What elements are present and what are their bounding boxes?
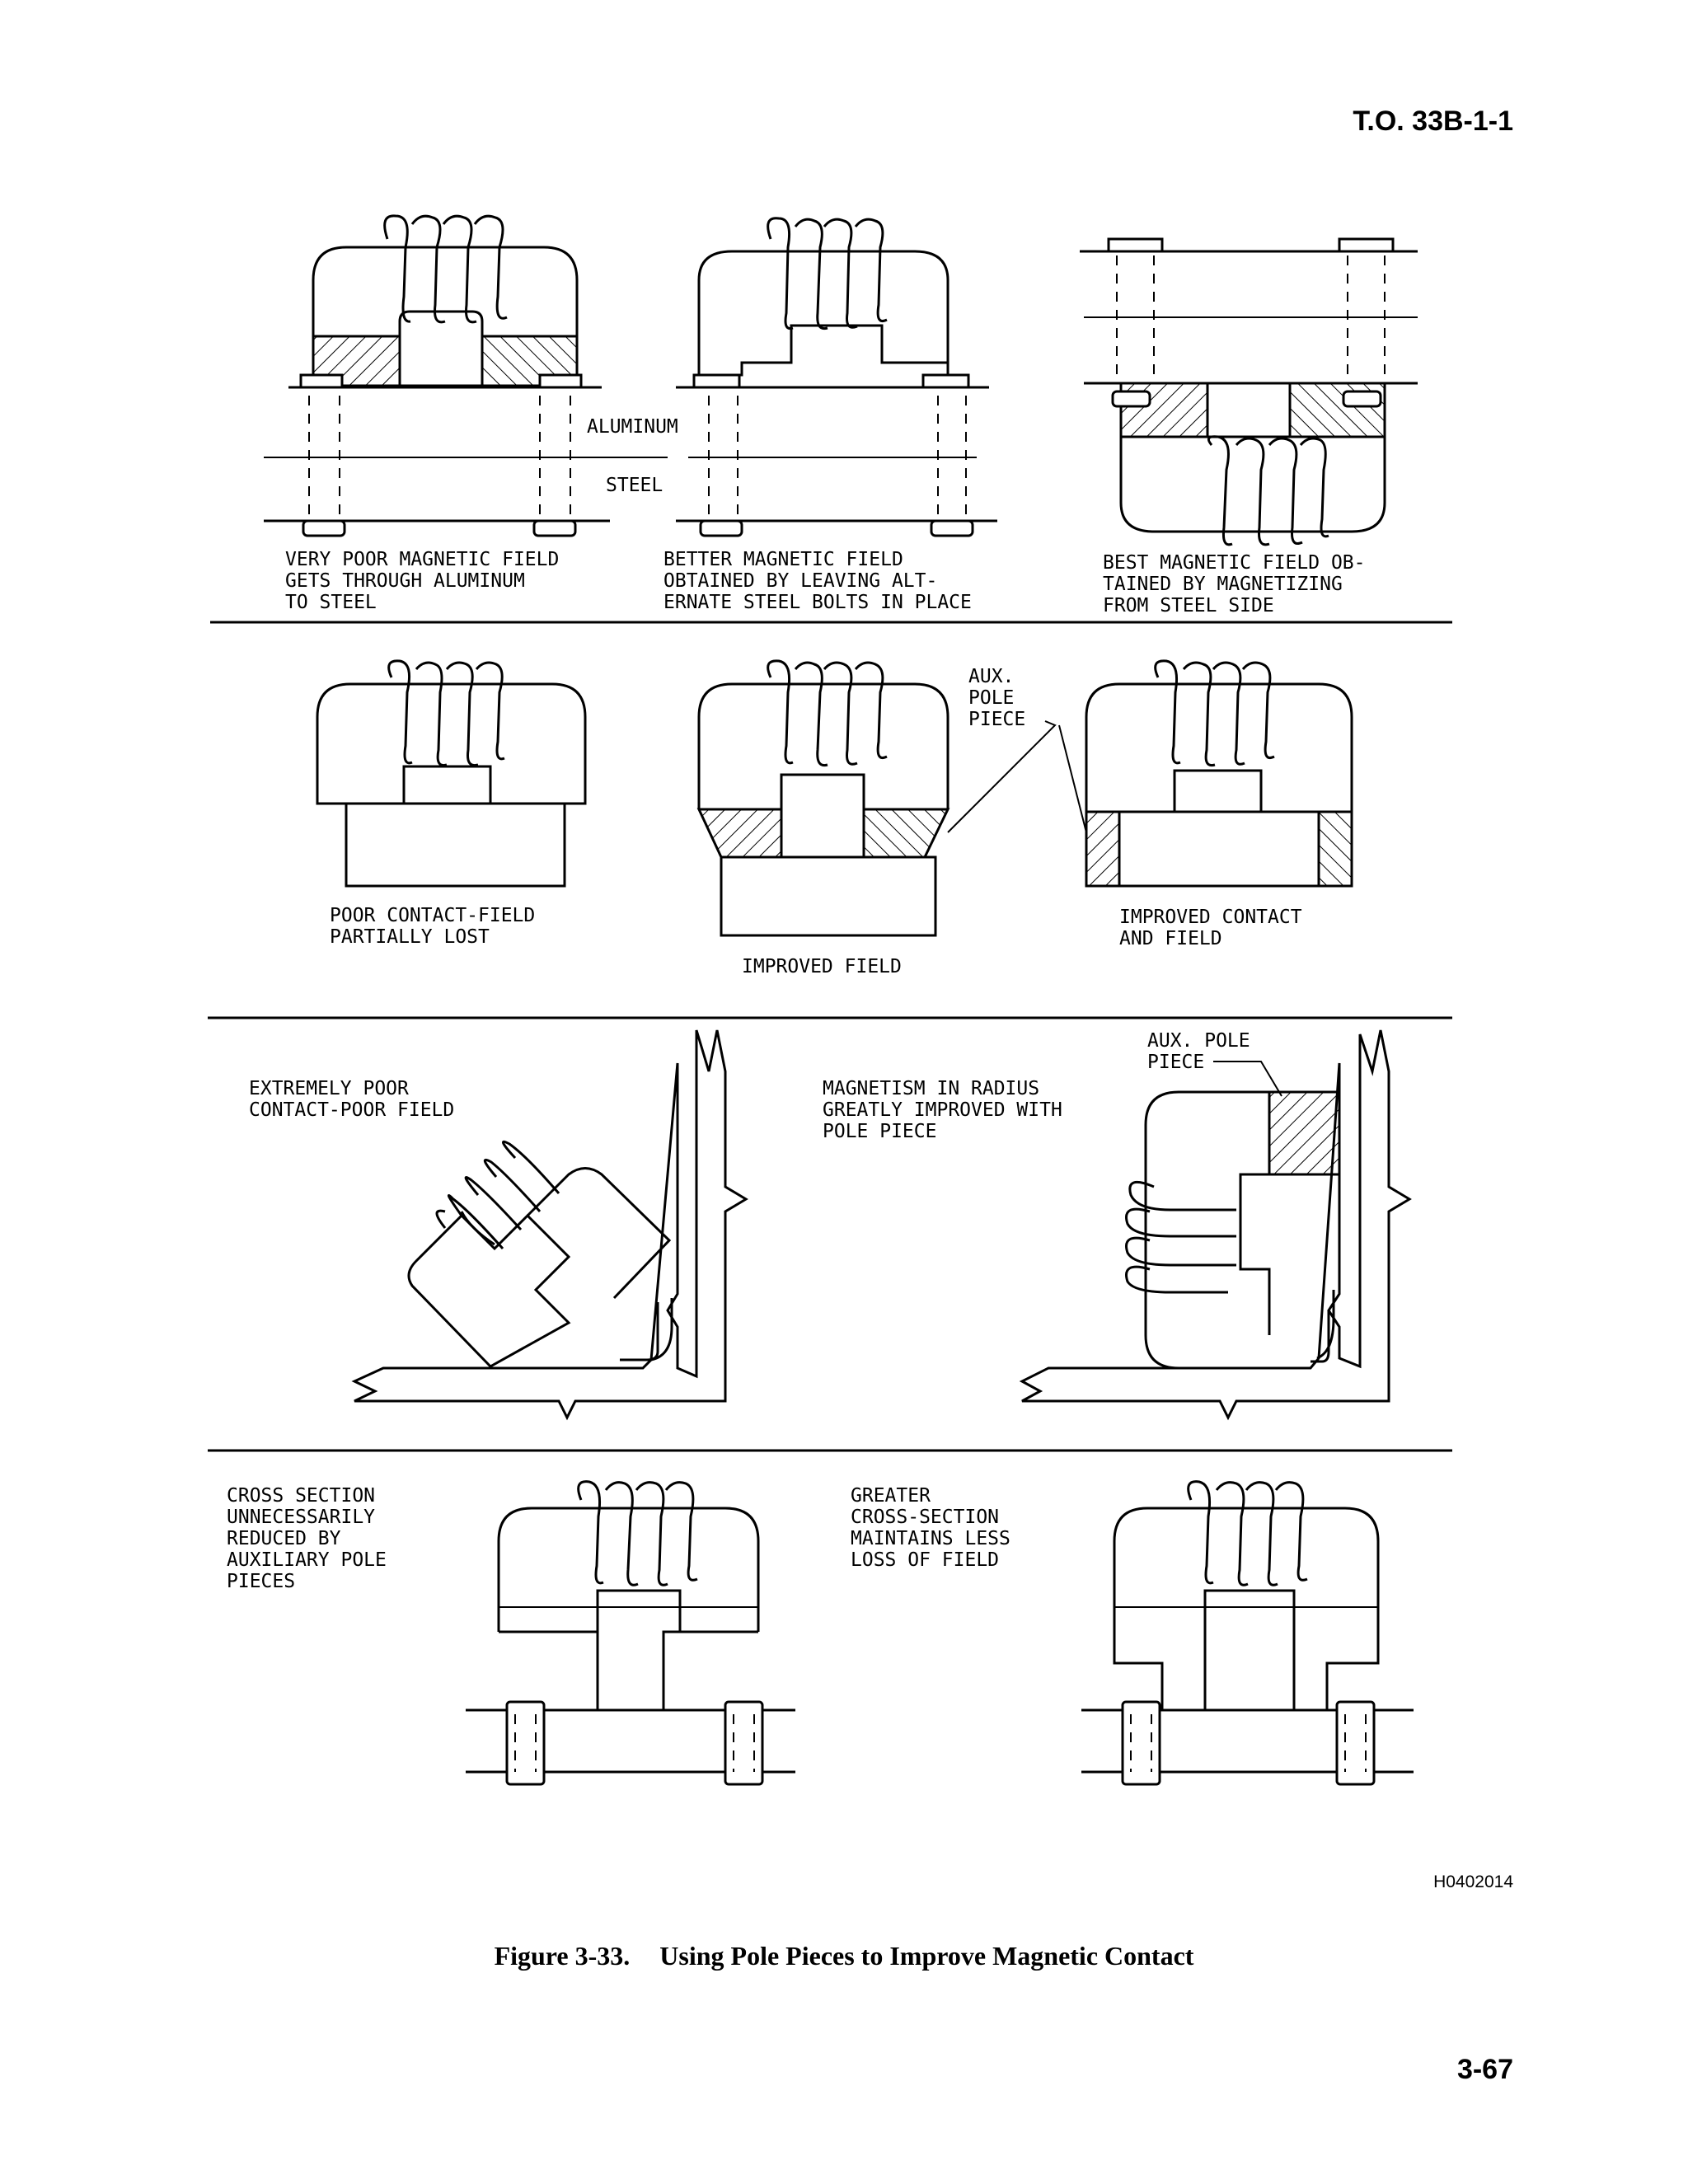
radius-with-pole-piece-diagram: MAGNETISM IN RADIUS GREATLY IMPROVED WIT… xyxy=(823,1029,1412,1421)
row3-caption-left-1: EXTREMELY POOR xyxy=(249,1078,409,1099)
row4-caption-right-3: MAINTAINS LESS xyxy=(851,1528,1010,1549)
row4-caption-left-4: AUXILIARY POLE xyxy=(227,1549,387,1571)
row4-caption-left-5: PIECES xyxy=(227,1571,295,1592)
magnetize-steel-side-diagram: BEST MAGNETIC FIELD OB- TAINED BY MAGNET… xyxy=(1080,237,1418,616)
figure-caption: Figure 3-33. Using Pole Pieces to Improve… xyxy=(0,1941,1688,1971)
row4-caption-right-1: GREATER xyxy=(851,1485,931,1507)
drawing-id: H0402014 xyxy=(1433,1872,1513,1891)
row3-caption-right-1: MAGNETISM IN RADIUS xyxy=(823,1078,1039,1099)
row1-caption-left-2: GETS THROUGH ALUMINUM xyxy=(285,570,525,592)
poor-contact-diagram: POOR CONTACT-FIELD PARTIALLY LOST xyxy=(316,659,587,948)
row2-caption-middle: IMPROVED FIELD xyxy=(742,956,902,977)
figure-title: Using Pole Pieces to Improve Magnetic Co… xyxy=(659,1941,1194,1971)
row1-caption-right-2: TAINED BY MAGNETIZING xyxy=(1103,574,1343,595)
row2-caption-right-1: IMPROVED CONTACT xyxy=(1119,907,1302,928)
row1-caption-left-3: TO STEEL xyxy=(285,592,377,613)
row1-caption-middle-1: BETTER MAGNETIC FIELD xyxy=(663,549,903,570)
page-number: 3-67 xyxy=(1456,2054,1513,2085)
row2-caption-right-2: AND FIELD xyxy=(1119,928,1222,949)
row3-caption-right-3: POLE PIECE xyxy=(823,1121,936,1142)
row3-aux-label-1: AUX. POLE xyxy=(1147,1030,1250,1052)
figure-number: Figure 3-33. xyxy=(494,1941,631,1971)
aux-pole-piece xyxy=(1268,1090,1341,1176)
poor-radius-contact-diagram: EXTREMELY POOR CONTACT-POOR FIELD xyxy=(249,1029,748,1421)
aux-pole-side-right xyxy=(1317,810,1353,888)
document-number: T.O. 33B-1-1 xyxy=(1353,105,1513,137)
reduced-cross-section-diagram: CROSS SECTION UNNECESSARILY REDUCED BY A… xyxy=(227,1480,795,1786)
row4-caption-left-2: UNNECESSARILY xyxy=(227,1507,375,1528)
row1-caption-middle-2: OBTAINED BY LEAVING ALT- xyxy=(663,570,937,592)
aux-pole-left xyxy=(696,808,783,859)
row1-caption-right-3: FROM STEEL SIDE xyxy=(1103,595,1274,616)
aux-pole-label-3: PIECE xyxy=(968,709,1025,730)
row3-caption-right-2: GREATLY IMPROVED WITH xyxy=(823,1099,1062,1121)
aux-pole-label-1: AUX. xyxy=(968,666,1014,687)
row4-caption-left-3: REDUCED BY xyxy=(227,1528,341,1549)
greater-cross-section-diagram: GREATER CROSS-SECTION MAINTAINS LESS LOS… xyxy=(851,1480,1414,1786)
aux-pole-right xyxy=(862,808,950,859)
alternate-bolts-diagram: BETTER MAGNETIC FIELD OBTAINED BY LEAVIN… xyxy=(663,217,997,613)
row3-caption-left-2: CONTACT-POOR FIELD xyxy=(249,1099,454,1121)
row3-aux-label-2: PIECE xyxy=(1147,1052,1204,1073)
row4-caption-left-1: CROSS SECTION xyxy=(227,1485,375,1507)
improved-contact-diagram: IMPROVED CONTACT AND FIELD xyxy=(1085,659,1353,949)
row1-caption-right-1: BEST MAGNETIC FIELD OB- xyxy=(1103,552,1366,574)
row2-caption-left-1: POOR CONTACT-FIELD xyxy=(330,905,535,926)
improved-field-diagram: AUX. POLE PIECE IMPROVED FIELD xyxy=(696,659,1087,977)
aux-pole-side-left xyxy=(1085,810,1121,888)
row1-caption-left-1: VERY POOR MAGNETIC FIELD xyxy=(285,549,559,570)
row4-caption-right-4: LOSS OF FIELD xyxy=(851,1549,999,1571)
aux-pole-label-2: POLE xyxy=(968,687,1014,709)
row1-caption-middle-3: ERNATE STEEL BOLTS IN PLACE xyxy=(663,592,972,613)
aluminum-label: ALUMINUM xyxy=(587,416,678,438)
yoke-on-aluminum-diagram: ALUMINUM STEEL VERY POOR MAGNETIC FIELD … xyxy=(264,214,678,613)
row2-caption-left-2: PARTIALLY LOST xyxy=(330,926,490,948)
steel-label: STEEL xyxy=(606,475,663,496)
row4-caption-right-2: CROSS-SECTION xyxy=(851,1507,999,1528)
